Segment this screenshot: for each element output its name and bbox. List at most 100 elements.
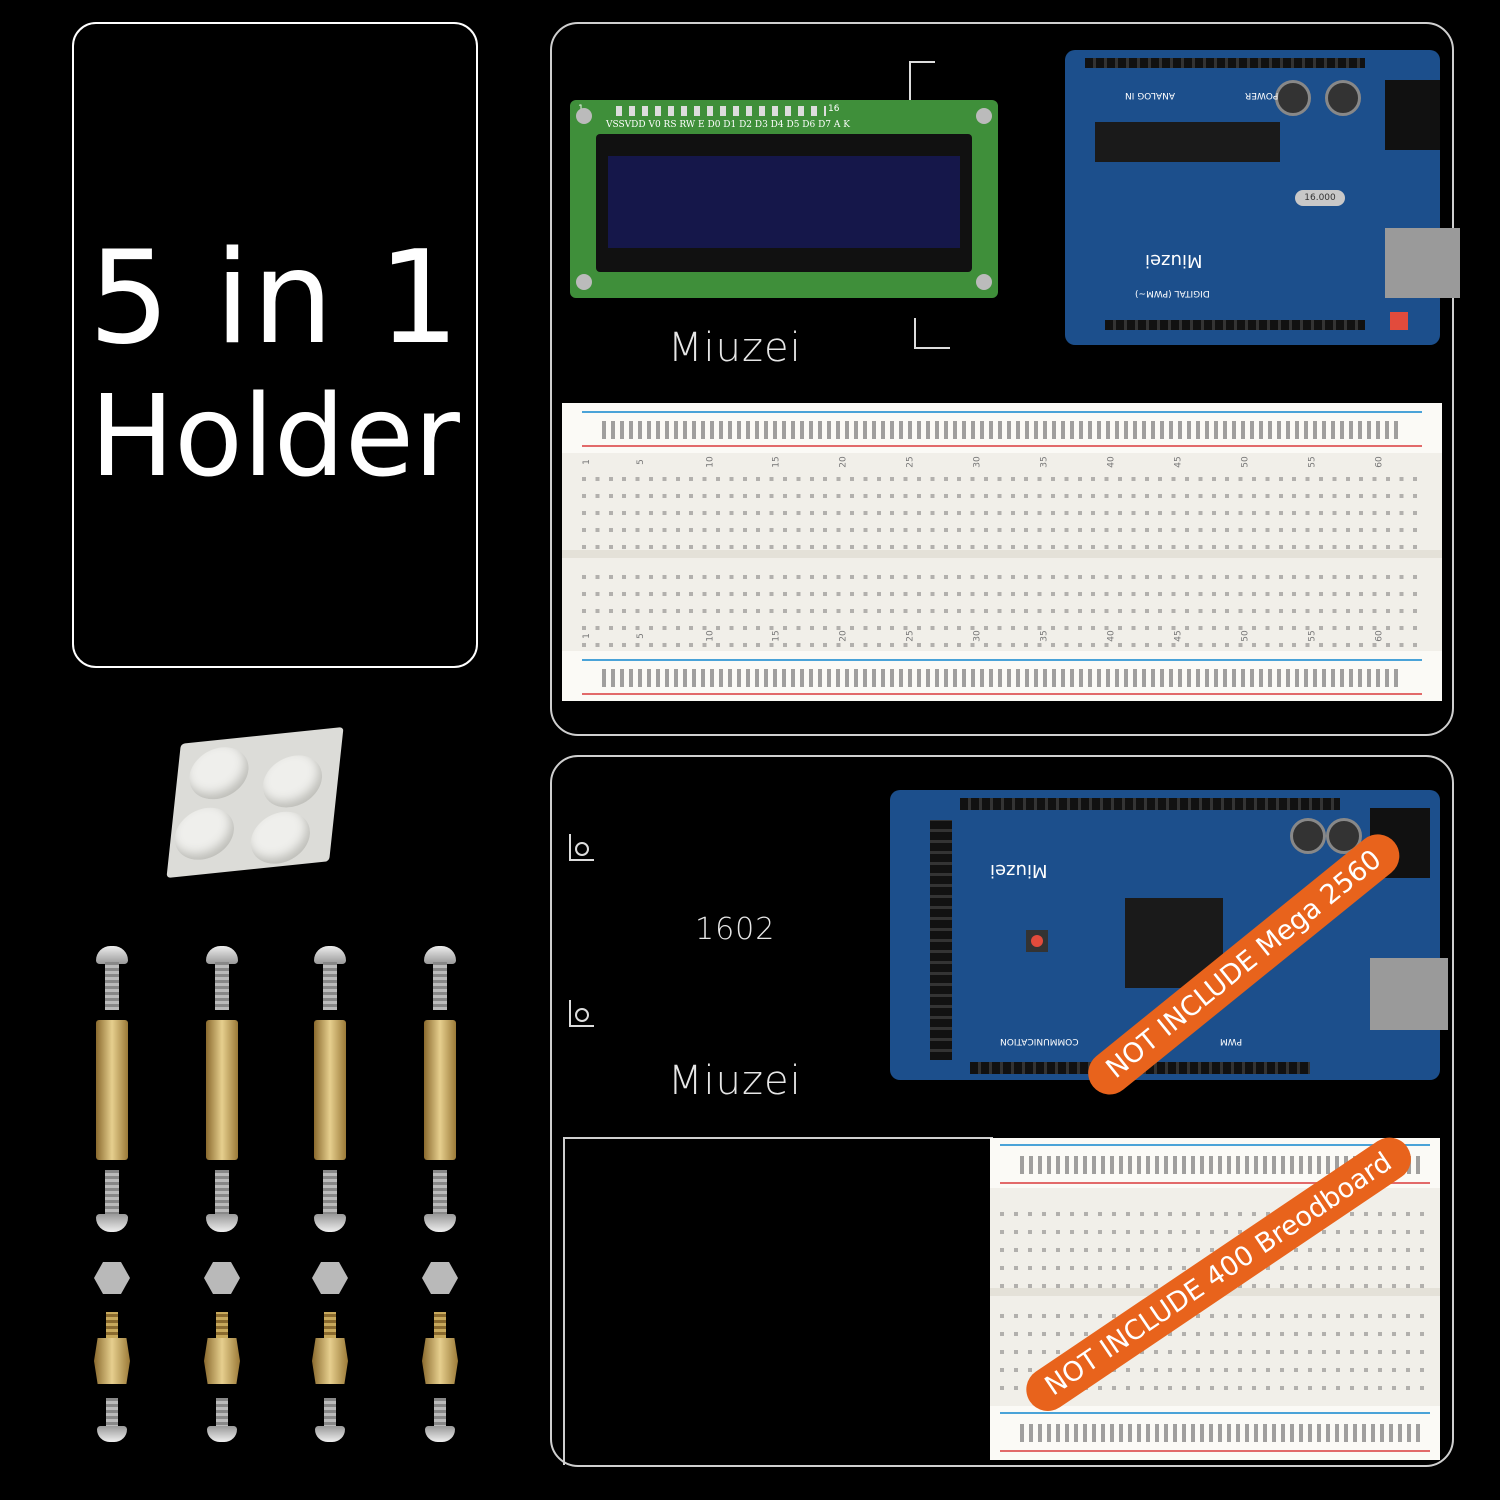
breadboard-power-rail-bottom	[562, 651, 1442, 701]
mega-reset-button	[1026, 930, 1048, 952]
screw-head	[97, 1426, 127, 1442]
mega-capacitor	[1290, 818, 1326, 854]
brass-standoff	[206, 1020, 238, 1160]
uno-digital-label: DIGITAL (PWM~)	[1135, 288, 1210, 298]
mount-hole-mark	[569, 834, 594, 861]
breadboard-column-number: 60	[1374, 456, 1385, 468]
screw-head	[96, 1214, 128, 1232]
breadboard-column-number: 50	[1240, 456, 1251, 468]
breadboard-holes-upper	[582, 465, 1422, 549]
lcd-screen	[608, 156, 960, 248]
uno-capacitor	[1325, 80, 1361, 116]
breadboard-column-number: 40	[1106, 456, 1117, 468]
screw-head	[424, 1214, 456, 1232]
breadboard-column-number: 20	[839, 630, 850, 642]
screw-thread	[106, 1398, 118, 1428]
title-line-2: Holder	[90, 372, 460, 502]
small-brass-standoff	[204, 1338, 240, 1384]
screw-head	[314, 946, 346, 964]
breadboard-center-channel	[562, 550, 1442, 558]
breadboard-cutout-outline	[563, 1137, 993, 1465]
uno-reset-button	[1390, 312, 1408, 330]
breadboard-column-number: 25	[906, 630, 917, 642]
breadboard-column-number: 20	[839, 456, 850, 468]
lcd-pin-labels: VSSVDD V0 RS RW E D0 D1 D2 D3 D4 D5 D6 D…	[606, 120, 850, 130]
breadboard-column-number: 45	[1173, 456, 1184, 468]
screw-thread	[105, 1170, 119, 1218]
breadboard-column-number: 5	[635, 459, 646, 465]
uno-dc-jack	[1385, 80, 1440, 150]
breadboard-column-number: 10	[705, 630, 716, 642]
lcd-screw	[576, 274, 592, 290]
screw-thread	[434, 1398, 446, 1428]
uno-usb-port	[1385, 228, 1460, 298]
breadboard-column-number: 25	[906, 456, 917, 468]
breadboard-column-number: 30	[973, 630, 984, 642]
uno-crystal: 16.000	[1295, 190, 1345, 206]
small-brass-standoff	[422, 1338, 458, 1384]
lcd-screw	[976, 274, 992, 290]
screw-thread	[433, 962, 447, 1010]
lcd-screw	[576, 108, 592, 124]
lcd-pin-end: 16	[828, 104, 840, 114]
uno-power-label: POWER	[1245, 90, 1279, 100]
small-brass-standoff-thread	[324, 1312, 336, 1338]
acrylic-panel-bottom	[550, 755, 1454, 1467]
mega-comm-label: COMMUNICATION	[1000, 1036, 1079, 1046]
title-line-1: 5 in 1	[88, 224, 462, 373]
brand-engraving-bottom: Miuzei	[668, 1058, 802, 1104]
breadboard-column-number: 60	[1374, 630, 1385, 642]
screw-thread	[215, 962, 229, 1010]
hex-nut	[94, 1262, 130, 1294]
mount-hole-mark	[569, 1000, 594, 1027]
half-breadboard-rail-bottom	[990, 1406, 1440, 1460]
brand-engraving-top: Miuzei	[668, 325, 802, 371]
brass-standoff	[314, 1020, 346, 1160]
small-brass-standoff-thread	[106, 1312, 118, 1338]
arduino-uno-board: 16.000 ANALOG IN POWER DIGITAL (PWM~) Mi…	[1065, 50, 1460, 345]
breadboard-column-number: 45	[1173, 630, 1184, 642]
breadboard-column-number: 10	[705, 456, 716, 468]
small-brass-standoff-thread	[434, 1312, 446, 1338]
mega-usb-port	[1370, 958, 1448, 1030]
lcd-pin-header	[616, 106, 826, 116]
screw-head	[425, 1426, 455, 1442]
screw-thread	[433, 1170, 447, 1218]
screw-thread	[323, 1170, 337, 1218]
breadboard-column-number: 55	[1307, 456, 1318, 468]
rubber-foot	[172, 804, 237, 863]
uno-analog-label: ANALOG IN	[1125, 90, 1176, 100]
lcd-1602-module: VSSVDD V0 RS RW E D0 D1 D2 D3 D4 D5 D6 D…	[570, 100, 998, 298]
rubber-foot	[260, 752, 325, 811]
mega-pwm-label: PWM	[1220, 1036, 1243, 1046]
breadboard-column-number: 5	[635, 633, 646, 639]
uno-microcontroller	[1095, 122, 1280, 162]
screw-thread	[324, 1398, 336, 1428]
screw-head	[315, 1426, 345, 1442]
breadboard-holes-lower	[582, 563, 1422, 647]
screw-head	[96, 946, 128, 964]
acrylic-panel-top	[550, 22, 1454, 736]
breadboard-column-number: 1	[581, 459, 592, 465]
small-brass-standoff	[312, 1338, 348, 1384]
breadboard-column-number: 40	[1106, 630, 1117, 642]
screw-thread	[105, 962, 119, 1010]
hex-nut	[204, 1262, 240, 1294]
rubber-foot	[186, 744, 252, 803]
lcd-1602-engraving: 1602	[695, 912, 776, 947]
breadboard-column-number: 50	[1240, 630, 1251, 642]
rubber-foot	[248, 808, 313, 867]
uno-brand-label: Miuzei	[1145, 250, 1203, 271]
breadboard-column-number: 15	[772, 630, 783, 642]
small-brass-standoff-thread	[216, 1312, 228, 1338]
screw-head	[424, 946, 456, 964]
breadboard-column-number: 1	[581, 633, 592, 639]
screw-head	[206, 1214, 238, 1232]
breadboard-column-number: 35	[1039, 456, 1050, 468]
title-card: 5 in 1 Holder	[72, 22, 478, 668]
breadboard-column-number: 30	[973, 456, 984, 468]
breadboard-column-number: 35	[1039, 630, 1050, 642]
screw-head	[207, 1426, 237, 1442]
breadboard-column-number: 55	[1307, 630, 1318, 642]
